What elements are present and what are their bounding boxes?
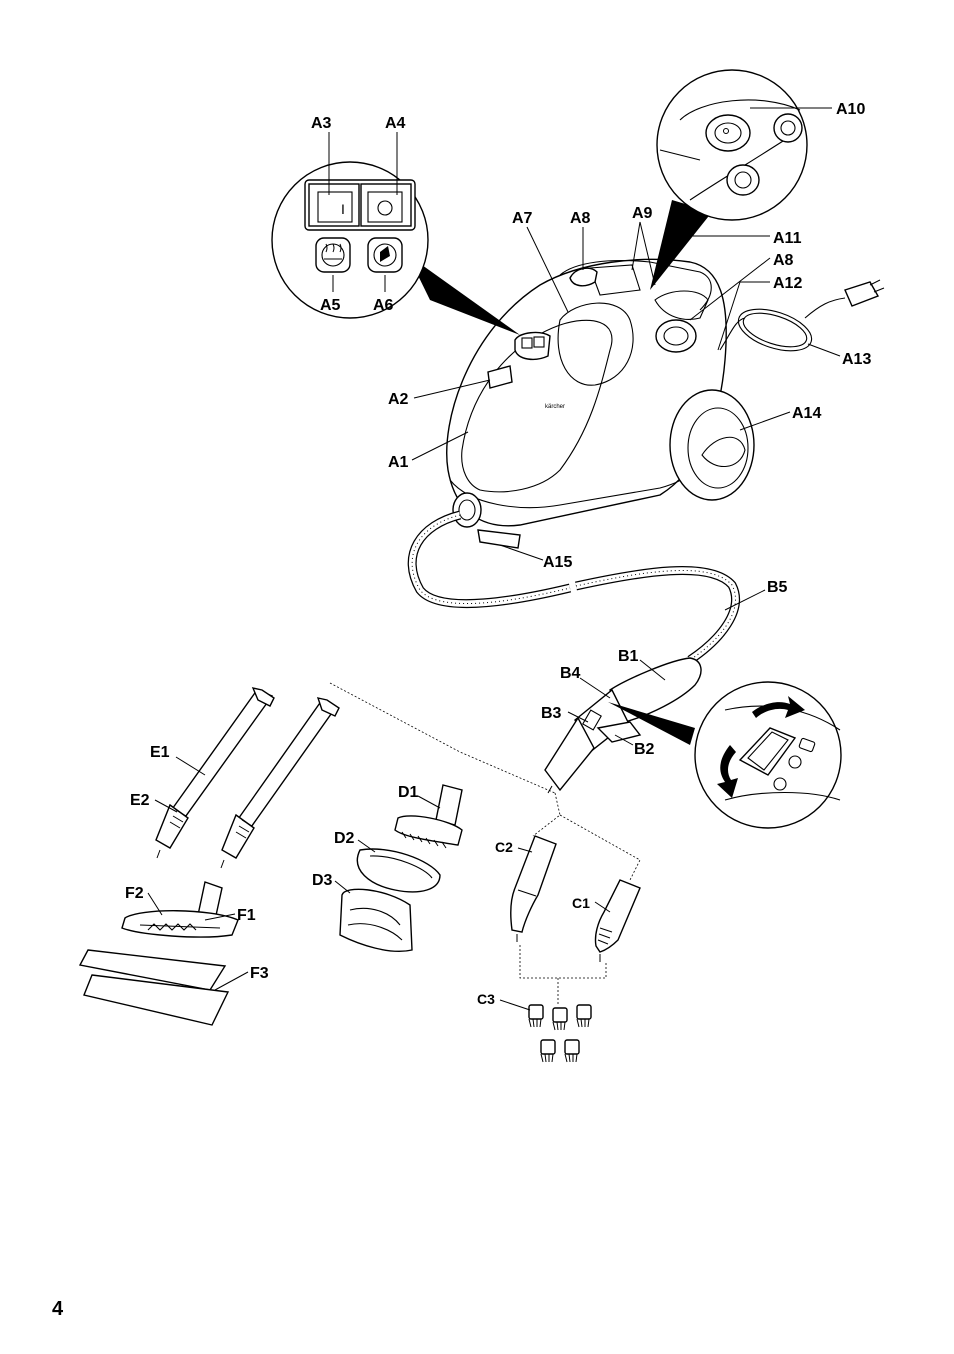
label-b3: B3 xyxy=(541,705,562,722)
label-d1: D1 xyxy=(398,784,419,801)
label-a15: A15 xyxy=(543,554,572,571)
label-a14: A14 xyxy=(792,405,821,422)
label-a8-right: A8 xyxy=(773,252,794,269)
on-off-symbol: I xyxy=(341,201,345,217)
main-unit: kärcher xyxy=(446,258,885,549)
leader-lines xyxy=(147,107,841,1011)
label-e2: E2 xyxy=(130,792,150,809)
label-a10: A10 xyxy=(836,101,865,118)
label-a1: A1 xyxy=(388,454,409,471)
control-panel-zoom: I xyxy=(271,161,520,335)
label-a12: A12 xyxy=(773,275,802,292)
label-d3: D3 xyxy=(312,872,333,889)
label-f1: F1 xyxy=(237,907,256,924)
brand-logo: kärcher xyxy=(545,404,565,410)
hand-nozzle-accessories xyxy=(339,784,463,952)
rotate-down-arrow-icon xyxy=(717,745,738,798)
label-a7: A7 xyxy=(512,210,533,227)
label-f2: F2 xyxy=(125,885,144,902)
rotate-up-arrow-icon xyxy=(752,696,805,718)
label-f3: F3 xyxy=(250,965,269,982)
label-c1: C1 xyxy=(572,895,590,911)
label-c3: C3 xyxy=(477,991,495,1007)
label-a4: A4 xyxy=(385,115,406,132)
floor-nozzle xyxy=(78,881,239,1026)
round-brushes xyxy=(528,1004,592,1063)
heating-indicator-icon xyxy=(315,237,351,273)
power-indicator-icon xyxy=(377,200,393,216)
extension-tubes xyxy=(155,687,340,869)
label-a5: A5 xyxy=(320,297,341,314)
label-a11: A11 xyxy=(773,230,802,247)
label-a6: A6 xyxy=(373,297,394,314)
steam-hose xyxy=(407,510,741,664)
label-a13: A13 xyxy=(842,351,871,368)
accessory-connection-lines xyxy=(329,682,641,1005)
detail-nozzles xyxy=(510,835,641,1063)
label-e1: E1 xyxy=(150,744,170,761)
label-b4: B4 xyxy=(560,665,581,682)
label-b1: B1 xyxy=(618,648,639,665)
label-b2: B2 xyxy=(634,741,655,758)
label-a9: A9 xyxy=(632,205,653,222)
label-d2: D2 xyxy=(334,830,355,847)
callout-labels: A3 A4 A5 A6 A7 A8 A9 A10 A11 A8 A12 A13 … xyxy=(125,101,871,1007)
steam-gun xyxy=(544,657,702,794)
label-b5: B5 xyxy=(767,579,788,596)
label-a2: A2 xyxy=(388,391,409,408)
label-a3: A3 xyxy=(311,115,332,132)
label-c2: C2 xyxy=(495,839,513,855)
label-a8-top: A8 xyxy=(570,210,591,227)
page-number: 4 xyxy=(52,1298,64,1320)
steam-switch-zoom xyxy=(608,681,842,829)
